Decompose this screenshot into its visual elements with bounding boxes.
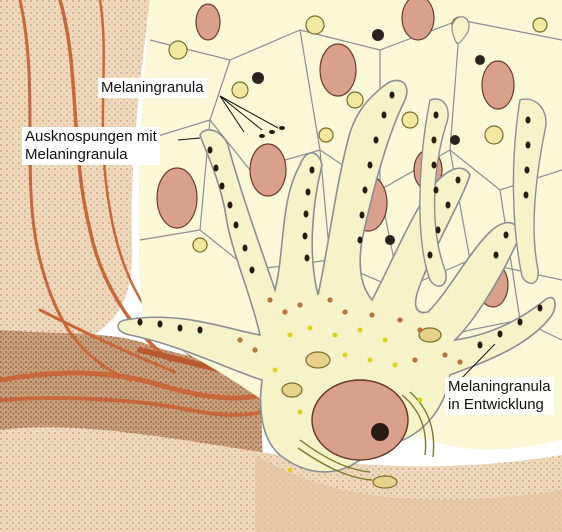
nucleus: [157, 168, 197, 228]
nucleus: [196, 4, 220, 40]
nucleolus: [371, 423, 389, 441]
nucleus: [482, 61, 514, 109]
label-budding: Ausknospungen mit Melaningranula: [22, 127, 160, 165]
nucleus: [402, 0, 434, 40]
label-developing-granules: Melaningranula in Entwicklung: [445, 377, 554, 415]
melanocyte-nucleus: [312, 380, 408, 460]
nucleus: [250, 144, 286, 196]
nucleus: [320, 44, 356, 96]
label-melanin-granules: Melaningranula: [98, 78, 207, 98]
